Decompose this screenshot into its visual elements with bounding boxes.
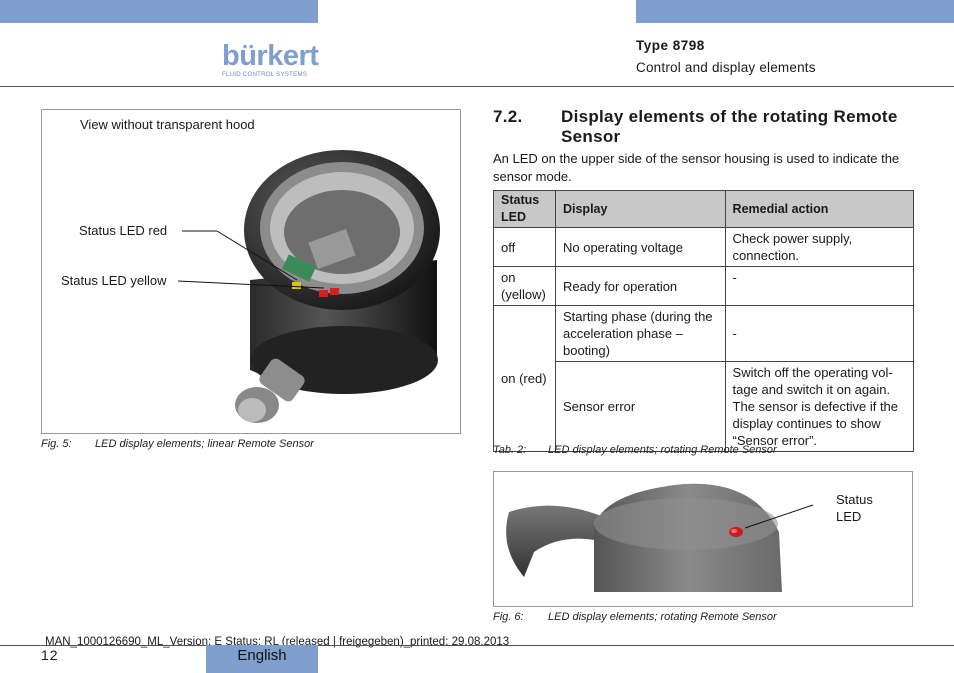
table-row: on (yellow) Ready for operation - [493,266,915,306]
linear-remote-sensor-illustration [177,150,440,423]
header-remedial-action: Remedial action [724,190,915,228]
cell-display: No operating voltage [554,227,726,267]
document-type-title: Type 8798 [636,38,705,53]
cell-action: - [724,305,915,362]
cell-action: - [724,266,915,306]
page-number: 12 [41,647,59,663]
figure-5-caption-text: LED display elements; linear Remote Sens… [95,438,314,450]
header-bar-left [0,0,318,23]
burkert-logo: bürkert FLUID CONTROL SYSTEMS [222,40,320,79]
table-header-row: Status LED Display Remedial action [493,190,915,228]
cell-action: Switch off the operating vol- tage and s… [724,361,915,452]
figure-6-caption-text: LED display elements; rotating Remote Se… [548,611,777,623]
label-status-led-yellow: Status LED yellow [61,273,167,288]
document-section-subtitle: Control and display elements [636,60,816,75]
logo-wordmark: bürkert [222,40,319,72]
section-title: Display elements of the rotating Remote … [561,107,898,146]
label-status-led: Status LED [836,492,873,524]
section-intro: An LED on the upper side of the sensor h… [493,151,900,184]
figure-6-frame: Status LED [493,471,913,607]
cell-display: Starting phase (during the acceleration … [554,305,726,362]
table-row: Sensor error Switch off the operating vo… [494,361,915,452]
figure-6-caption-number: Fig. 6: [493,611,524,623]
header-divider [0,86,954,87]
table-row: off No operating voltage Check power sup… [493,227,915,267]
figure-5-title: View without transparent hood [80,117,255,132]
table-2-caption-text: LED display elements; rotating Remote Se… [548,444,777,456]
logo-tagline: FLUID CONTROL SYSTEMS [222,71,308,78]
cell-display: Ready for operation [554,266,726,306]
section-number: 7.2. [493,107,523,126]
cell-action: Check power supply, connection. [724,227,915,267]
cell-status: on (red) [493,305,556,452]
header-status-led: Status LED [493,190,556,228]
figure-5-caption-number: Fig. 5: [41,438,72,450]
footer-divider [0,645,954,646]
label-status-led-red: Status LED red [79,223,168,238]
cell-display: Sensor error [554,361,726,452]
header-display: Display [554,190,726,228]
header-bar-right [636,0,954,23]
table-2-caption-number: Tab. 2: [493,444,527,456]
table-row: on (red) Starting phase (during the acce… [493,305,915,452]
language-tab: English [206,645,318,673]
led-status-table: Status LED Display Remedial action off N… [493,190,915,452]
figure-5-frame: View without transparent hood Status LED… [41,109,461,434]
rotating-remote-sensor-illustration [506,483,814,592]
cell-status: on (yellow) [493,266,556,306]
cell-status: off [493,227,556,267]
